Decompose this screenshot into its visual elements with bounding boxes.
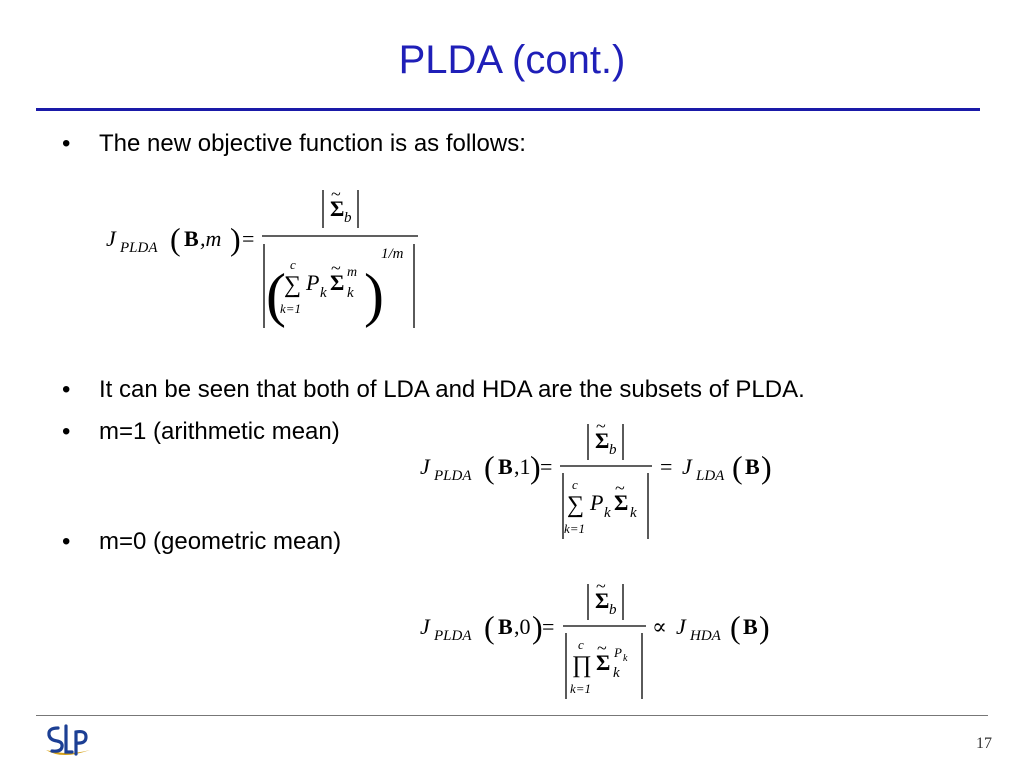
bullet-text: m=1 (arithmetic mean) <box>99 418 340 445</box>
logo-letter-l <box>64 724 74 754</box>
rhs-equals: = <box>660 454 672 479</box>
eq-j-sub: PLDA <box>119 240 158 256</box>
equation-m0-svg: J PLDA ( B ,0 ) = Σ ~ b c ∏ k=1 Σ ~ P k … <box>420 576 770 699</box>
logo-swoosh <box>46 750 90 755</box>
rhs-j: J <box>676 614 687 639</box>
eq-rparen: ) <box>230 221 241 257</box>
equation-m0-hda: J PLDA ( B ,0 ) = Σ ~ b c ∏ k=1 Σ ~ P k … <box>420 576 780 707</box>
eq-lparen: ( <box>170 221 181 257</box>
num-tilde: ~ <box>596 416 606 436</box>
den-rparen: ) <box>364 262 384 328</box>
num-sigma: Σ <box>595 588 609 613</box>
den-sub: k <box>613 665 620 681</box>
eq-j: J <box>420 614 431 639</box>
footer-divider <box>36 715 988 716</box>
equation-m1-lda: J PLDA ( B ,1 ) = Σ ~ b c ∑ k=1 P k Σ ~ … <box>420 416 780 547</box>
rhs-arg: B <box>745 454 760 479</box>
eq-lparen: ( <box>484 449 495 485</box>
slp-logo-icon <box>42 720 94 762</box>
prod-bottom: k=1 <box>570 681 591 696</box>
bullet-symbol: • <box>62 418 71 445</box>
prod-top: c <box>578 637 584 652</box>
sum-bottom: k=1 <box>564 521 585 536</box>
sum-top: c <box>290 257 296 272</box>
eq-equals: = <box>540 454 552 479</box>
num-tilde: ~ <box>596 576 606 596</box>
eq-args: ,1 <box>514 454 531 479</box>
den-sub: k <box>347 285 354 301</box>
rhs-rparen: ) <box>761 449 772 485</box>
den-tilde: ~ <box>331 258 341 278</box>
den-lparen: ( <box>266 262 286 328</box>
num-sub: b <box>344 210 352 226</box>
num-sigma: Σ <box>330 196 344 221</box>
sum-symbol: ∑ <box>567 492 584 518</box>
prod-symbol: ∏ <box>572 652 592 678</box>
page-number: 17 <box>976 735 992 752</box>
eq-equals: = <box>542 614 554 639</box>
equation-m1-svg: J PLDA ( B ,1 ) = Σ ~ b c ∑ k=1 P k Σ ~ … <box>420 416 772 539</box>
bullet-symbol: • <box>62 528 71 555</box>
logo-letter-p <box>74 729 88 756</box>
bullet-item-3: • m=1 (arithmetic mean) <box>62 418 340 446</box>
den-sub: k <box>630 505 637 521</box>
eq-rparen: ) <box>532 609 543 645</box>
den-sigma: Σ <box>330 270 344 295</box>
equation-plda-general-svg: J PLDA ( B ,m ) = Σ ~ b ( c ∑ k=1 P k Σ … <box>106 184 418 328</box>
rhs-lparen: ( <box>730 609 741 645</box>
bullet-item-4: • m=0 (geometric mean) <box>62 528 341 556</box>
eq-arg-b: B <box>498 454 513 479</box>
num-sigma: Σ <box>595 428 609 453</box>
bullet-text: It can be seen that both of LDA and HDA … <box>99 376 805 403</box>
equation-plda-general: J PLDA ( B ,m ) = Σ ~ b ( c ∑ k=1 P k Σ … <box>106 180 436 335</box>
den-sup-k: k <box>623 653 628 664</box>
den-p-sub: k <box>320 285 327 301</box>
eq-arg-b: B <box>184 226 199 251</box>
bullet-text: m=0 (geometric mean) <box>99 528 342 555</box>
den-exponent: 1/m <box>381 246 404 262</box>
rhs-lparen: ( <box>732 449 743 485</box>
slide-title: PLDA (cont.) <box>398 38 626 82</box>
bullet-item-2: • It can be seen that both of LDA and HDA… <box>62 376 805 404</box>
rhs-sub: LDA <box>695 468 725 484</box>
den-p: P <box>589 490 603 515</box>
eq-arg-b: B <box>498 614 513 639</box>
eq-j-sub: PLDA <box>433 628 472 644</box>
den-p: P <box>305 270 319 295</box>
eq-j: J <box>420 454 431 479</box>
den-sup-p: P <box>613 645 622 660</box>
bullet-item-1: • The new objective function is as follow… <box>62 130 526 158</box>
sum-bottom: k=1 <box>280 301 301 316</box>
den-sigma: Σ <box>596 650 610 675</box>
sum-top: c <box>572 477 578 492</box>
eq-equals: = <box>242 226 254 251</box>
num-tilde: ~ <box>331 184 341 204</box>
den-tilde: ~ <box>597 638 607 658</box>
eq-rparen: ) <box>530 449 541 485</box>
rhs-proportional: ∝ <box>652 614 667 639</box>
eq-args: ,0 <box>514 614 531 639</box>
rhs-j: J <box>682 454 693 479</box>
title-divider <box>36 108 980 111</box>
logo-letter-s <box>47 726 64 753</box>
rhs-arg: B <box>743 614 758 639</box>
eq-j-sub: PLDA <box>433 468 472 484</box>
bullet-text: The new objective function is as follows… <box>99 130 526 157</box>
den-tilde: ~ <box>615 478 625 498</box>
eq-args: ,m <box>200 226 221 251</box>
eq-lparen: ( <box>484 609 495 645</box>
den-p-sub: k <box>604 505 611 521</box>
rhs-sub: HDA <box>689 628 722 644</box>
den-sigma: Σ <box>614 490 628 515</box>
rhs-rparen: ) <box>759 609 770 645</box>
sum-symbol: ∑ <box>284 272 301 298</box>
num-sub: b <box>609 602 617 618</box>
bullet-symbol: • <box>62 130 71 157</box>
bullet-symbol: • <box>62 376 71 403</box>
den-sup: m <box>347 265 357 280</box>
eq-j: J <box>106 226 117 251</box>
num-sub: b <box>609 442 617 458</box>
slp-logo-svg <box>46 724 90 756</box>
